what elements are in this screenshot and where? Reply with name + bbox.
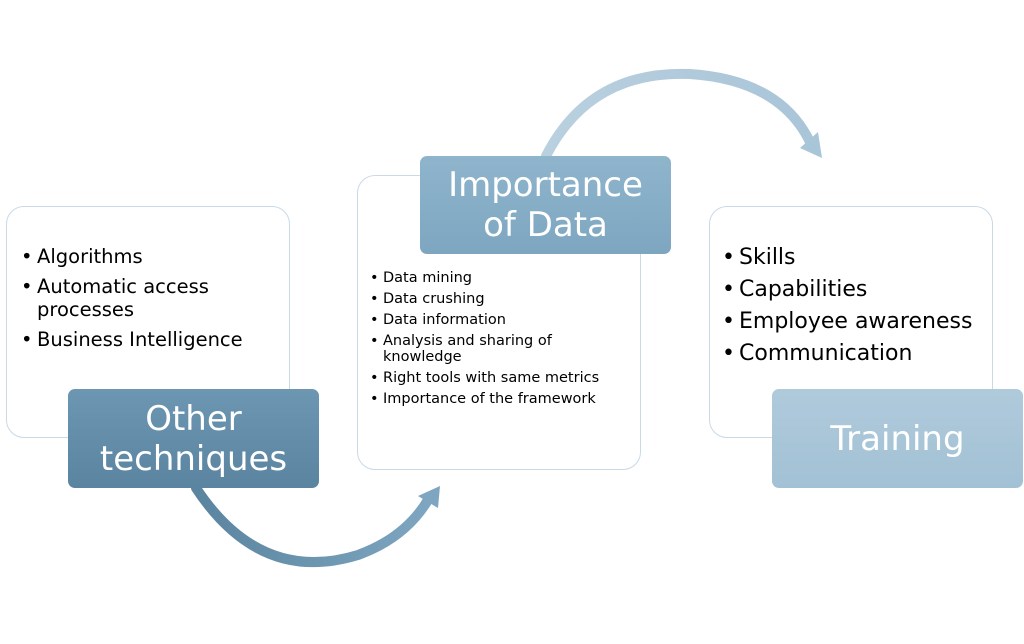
step-title-text: Importance of Data [448,165,643,245]
list-item: Business Intelligence [21,328,283,351]
step-card-other-techniques: Algorithms Automatic access processes Bu… [6,206,290,438]
step-title-other-techniques: Other techniques [68,389,319,488]
step-title-training: Training [772,389,1023,488]
step-title-text: Other techniques [99,398,288,479]
list-item: Communication [722,341,988,367]
curved-arrow-icon [191,483,440,567]
list-item: Data crushing [370,291,632,307]
list-item: Skills [722,245,988,271]
curved-arrow-icon [541,68,822,161]
bullet-list: Data mining Data crushing Data informati… [370,270,632,412]
list-item: Analysis and sharing of knowledge [370,333,632,365]
list-item: Algorithms [21,245,283,268]
list-item: Importance of the framework [370,391,632,407]
bullet-list: Skills Capabilities Employee awareness C… [722,245,988,373]
list-item: Data mining [370,270,632,286]
list-item: Capabilities [722,277,988,303]
list-item: Automatic access processes [21,275,283,321]
list-item: Data information [370,312,632,328]
step-title-importance-of-data: Importance of Data [420,156,671,254]
bullet-list: Algorithms Automatic access processes Bu… [21,245,283,358]
list-item: Right tools with same metrics [370,370,632,386]
step-title-text: Training [830,418,965,459]
list-item: Employee awareness [722,309,988,335]
